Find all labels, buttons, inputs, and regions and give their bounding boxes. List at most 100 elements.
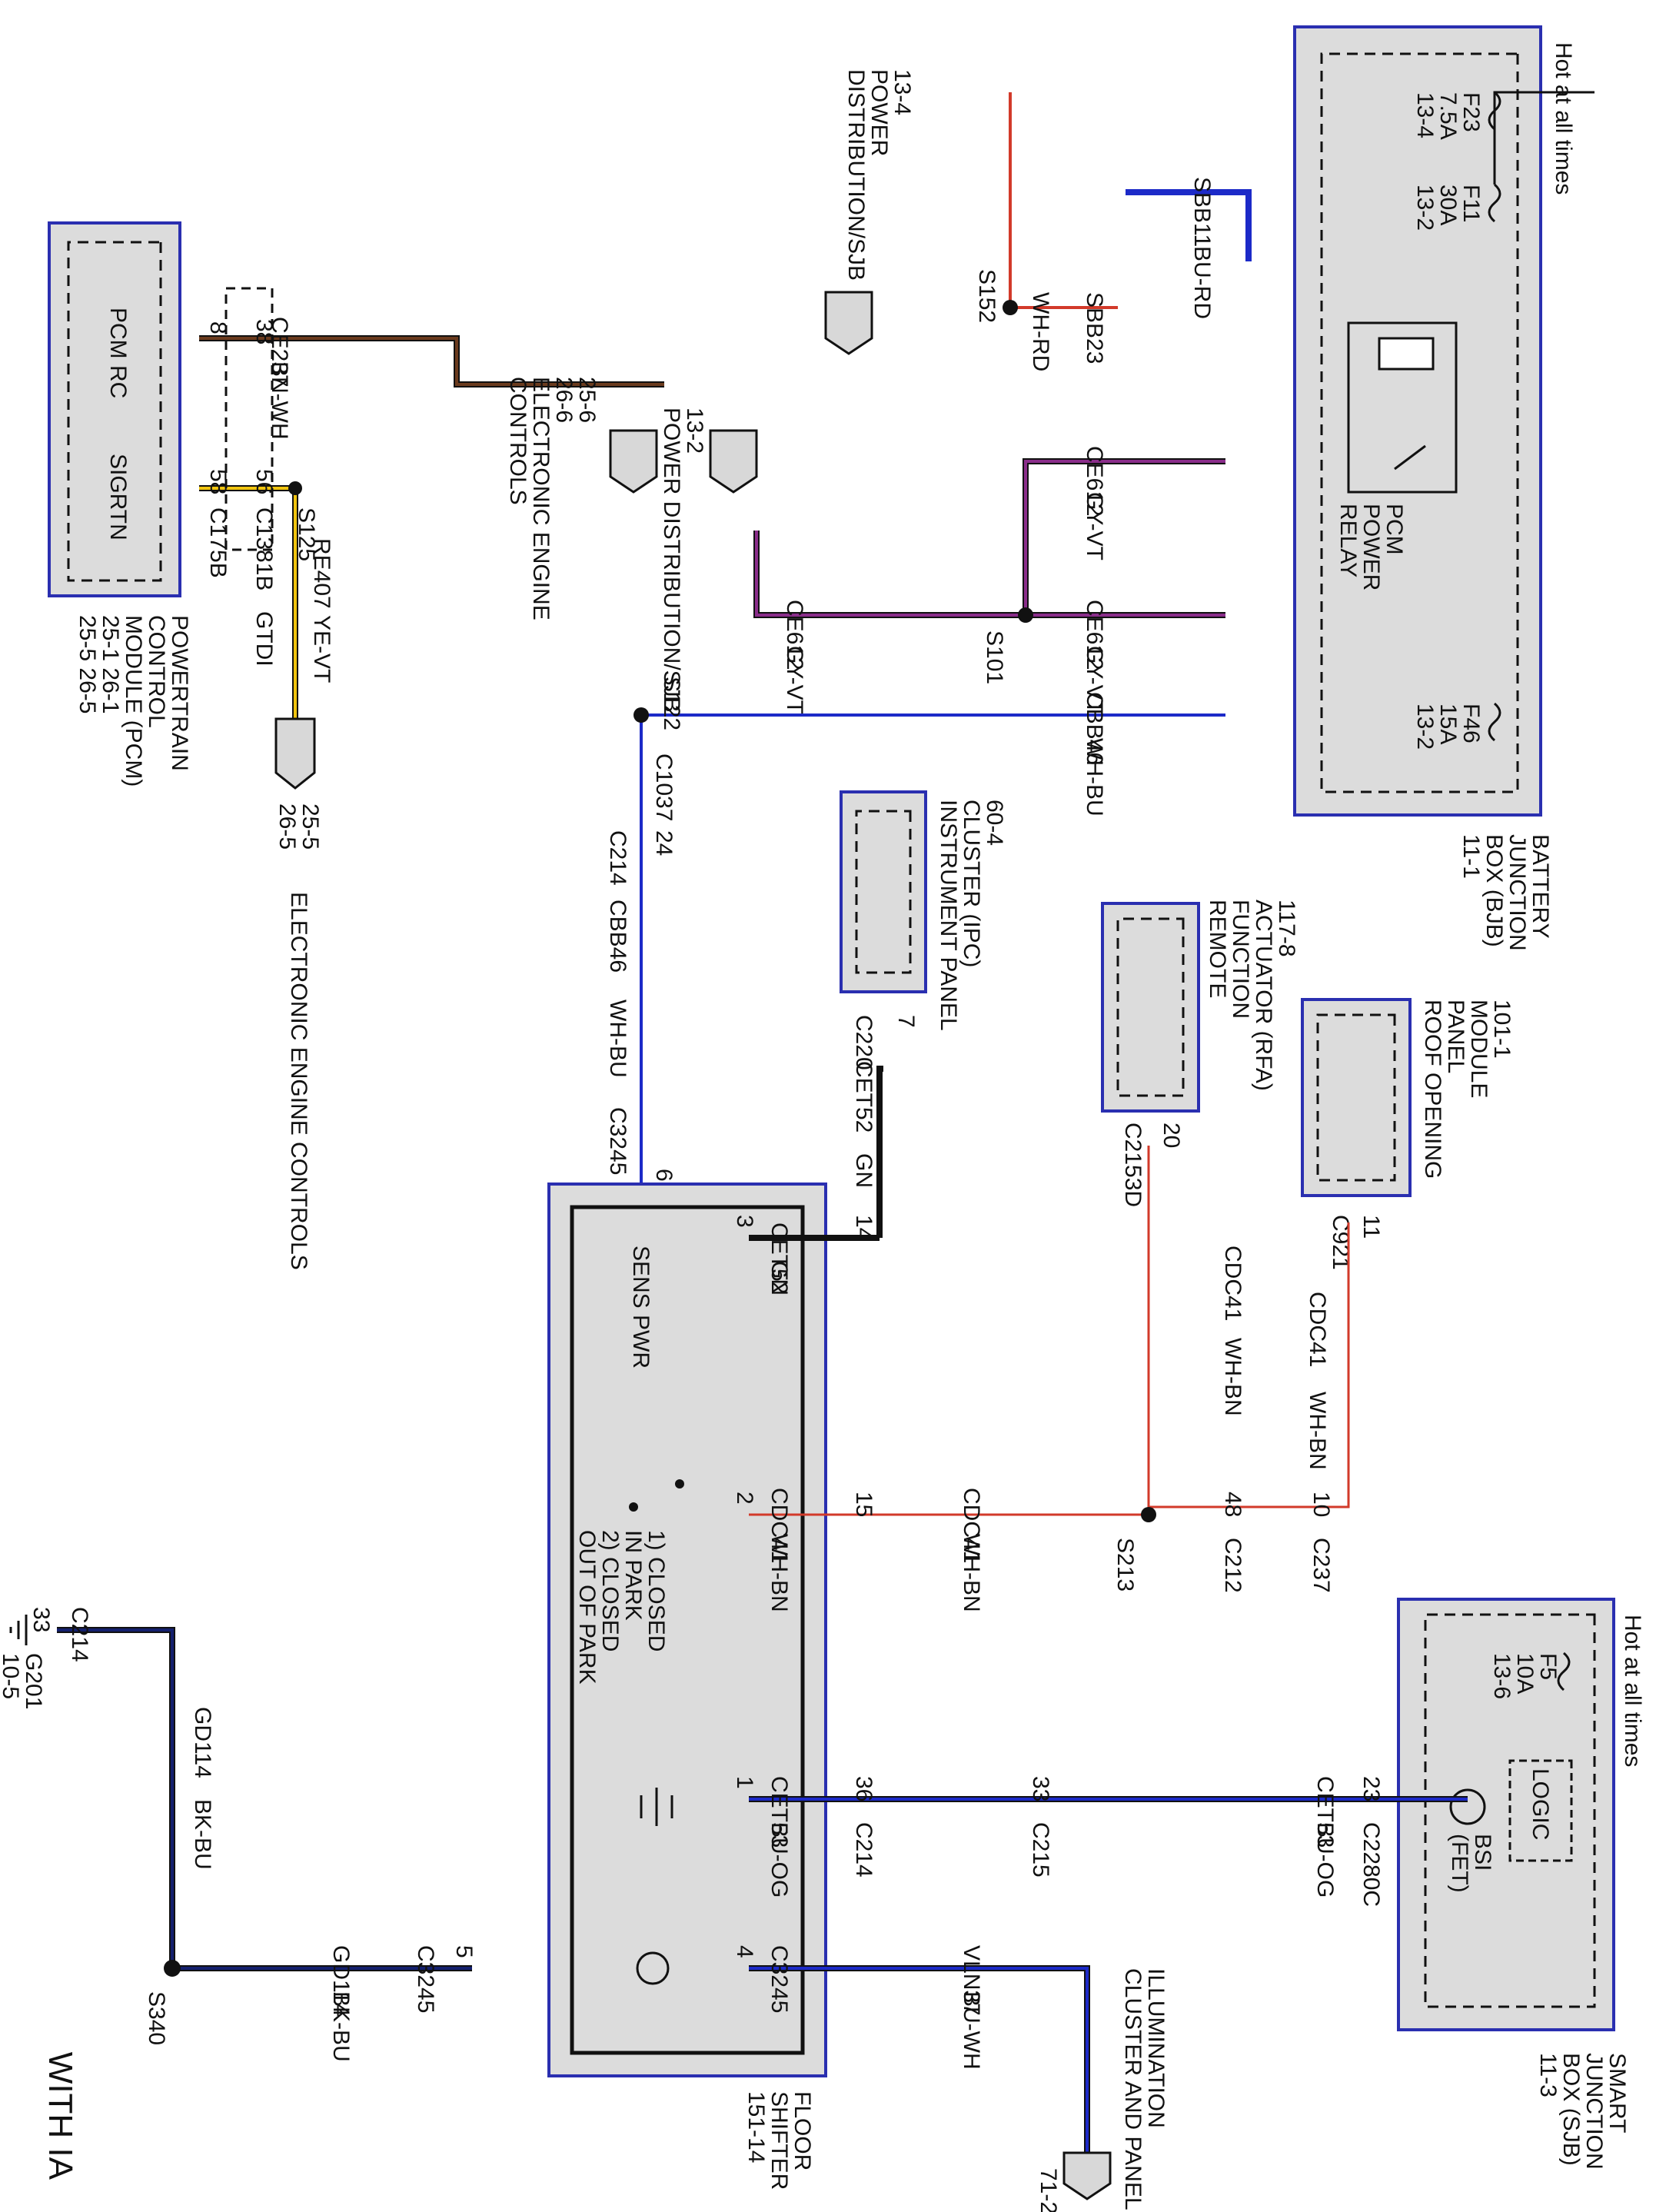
smart-junction-box: Hot at all times SMART JUNCTION BOX (SJB…	[1397, 1598, 1645, 2170]
eec-top-line1: 25-6	[574, 377, 600, 423]
circuit-ce612-b: CE612	[1082, 600, 1107, 670]
circuit-wh-bn-a: WH-BN	[766, 1534, 792, 1612]
splice-s122: S122	[659, 677, 684, 730]
offpage-eec-top	[609, 429, 658, 494]
circuit-bu-rd: BU-RD	[1189, 246, 1215, 319]
offpage-cluster-illum	[1062, 2151, 1112, 2200]
eec-left-ref2: 26-5	[274, 803, 300, 850]
circuit-wh-bn-b: WH-BN	[959, 1534, 984, 1612]
connector-c214-ground: C214	[67, 1607, 92, 1662]
roof-module: ROOF OPENING PANEL MODULE 101-1 11 C921	[1301, 998, 1515, 1270]
pd132-line2: POWER DISTRIBUTION/SJB	[659, 407, 684, 713]
floor-shifter-line1: FLOOR	[790, 2091, 815, 2170]
pin-7: 7	[893, 1015, 919, 1028]
bjb-name-line3: BOX (BJB)	[1481, 834, 1507, 947]
page-title: WITH IA	[42, 2052, 79, 2180]
sjb-logic-label: LOGIC	[1528, 1768, 1553, 1840]
wire-cdc41: 2 CDC41 WH-BN 15 CDC41 WH-BN S213 48 C21…	[732, 1146, 1350, 1612]
connector-c214-top: C214	[605, 830, 630, 886]
ipc-name-line2: CLUSTER (IPC)	[959, 800, 984, 967]
circuit-wh-bn-c: WH-BN	[1220, 1338, 1245, 1416]
switch-note-line2: IN PARK	[620, 1530, 646, 1621]
pd134-line3: DISTRIBUTION/SJB	[843, 69, 869, 281]
pin-36: 36	[851, 1776, 876, 1801]
pcm-name-line1: POWERTRAIN	[167, 615, 192, 771]
pin-24: 24	[651, 830, 677, 856]
fuse-f46: F46 15A 13-2	[1412, 702, 1501, 750]
circuit-gd114-a: GD114	[328, 1945, 354, 2017]
rfa-name-line1: REMOTE	[1205, 900, 1230, 998]
rfa-name-line3: ACTUATOR (RFA)	[1251, 900, 1276, 1091]
fuse-f5-ref: 13-6	[1489, 1653, 1515, 1699]
bjb-name-line4: 11-1	[1458, 834, 1484, 879]
sens-pwr-label: SENS PWR	[628, 1246, 653, 1369]
pin-20: 20	[1159, 1123, 1184, 1148]
circuit-gn-b: GN	[851, 1153, 876, 1188]
roof-name-line4: 101-1	[1489, 1000, 1515, 1059]
floor-shifter: SENS PWR FLOOR SHIFTER 151-14 1) CLOSED …	[547, 1183, 827, 2190]
switch-note-line3: 2) CLOSED	[597, 1530, 623, 1652]
circuit-cdc41-b: CDC41	[959, 1488, 984, 1563]
wire-gd114: 5 C3245 GD114 BK-BU S340 GD114 BK-BU 33 …	[0, 1607, 477, 2062]
circuit-wh-bu-b: WH-BU	[605, 1000, 630, 1078]
circuit-cdc41-c: CDC41	[1220, 1246, 1245, 1321]
pin-8: 8	[205, 321, 231, 334]
cluster-illum-line1: CLUSTER AND PANEL	[1120, 1968, 1146, 2210]
circuit-bn-wh: BN-WH	[267, 361, 292, 440]
bsi-label2: (FET)	[1447, 1834, 1472, 1893]
circuit-bu-og-b: BU-OG	[1312, 1822, 1338, 1898]
sjb-name-line1: SMART	[1604, 2053, 1630, 2133]
connector-c1037: C1037	[651, 753, 677, 821]
splice-s101: S101	[982, 630, 1007, 684]
circuit-gn-a: GN	[766, 1261, 792, 1296]
circuit-cdc41-a: CDC41	[766, 1488, 792, 1563]
wire-ce237: 8 CE237 BN-WH	[199, 317, 664, 440]
rfa-module: REMOTE FUNCTION ACTUATOR (RFA) 117-8 20 …	[1101, 900, 1299, 1207]
wire-vln37: 4 C3245 VLN37 BU-WH CLUSTER AND PANEL IL…	[732, 1945, 1169, 2212]
svg-text:15A: 15A	[1435, 704, 1461, 744]
rfa-name-line4: 117-8	[1274, 900, 1299, 957]
switch-contact-2	[629, 1502, 638, 1512]
sjb-name-line4: 11-3	[1535, 2053, 1561, 2097]
eec-left-ref1: 25-5	[298, 803, 323, 850]
bsi-fet-icon	[1449, 1788, 1486, 1825]
circuit-bk-bu-a: BK-BU	[328, 1991, 354, 2062]
pin-14: 14	[851, 1215, 876, 1240]
connector-c2153d: C2153D	[1120, 1123, 1146, 1207]
wire-re407: 58 56 38 C175B C1381B GTDI S125 RE407 YE…	[199, 287, 334, 1270]
wire-ce612: CE612 GY-VT CE612 GY-VT CE612 GY-VT S101…	[659, 407, 1225, 714]
circuit-ce612-c: CE612	[782, 600, 807, 670]
wire-cbb46: CBB46 WH-BU S122 C1037 24 C214 CBB46 WH-…	[505, 377, 1225, 1184]
relay-coil	[1378, 337, 1435, 371]
bsi-label1: BSI	[1470, 1834, 1495, 1871]
splice-s125: S125	[294, 507, 319, 561]
pcm-power-relay	[1347, 321, 1458, 494]
eec-top-line4: CONTROLS	[505, 377, 530, 505]
rfa-name-line2: FUNCTION	[1228, 900, 1253, 1019]
bjb-feeds: SBB11 BU-RD SBB23 WH-RD S152 13-4 POWER …	[824, 69, 1252, 371]
relay-contact	[1394, 444, 1426, 471]
floor-shifter-line3: 151-14	[743, 2091, 769, 2163]
pcm-module: PCM RC SIGRTN POWERTRAIN CONTROL MODULE …	[48, 221, 192, 787]
circuit-sbb11: SBB11	[1189, 177, 1215, 247]
connector-c220: C220	[851, 1015, 876, 1070]
svg-text:F23: F23	[1458, 92, 1484, 132]
circuit-sbb23: SBB23	[1082, 292, 1107, 364]
offpage-power-dist-132	[709, 429, 758, 494]
label-gtdi: GTDI	[251, 611, 277, 667]
connector-c214-mid: C214	[851, 1822, 876, 1878]
connector-c3245-bottom: C3245	[766, 1945, 792, 2013]
pin-33-b: 33	[28, 1607, 54, 1632]
floor-shifter-line2: SHIFTER	[766, 2091, 792, 2190]
pin-6: 6	[651, 1169, 677, 1182]
offpage-power-dist-134	[824, 291, 873, 355]
pin-5: 5	[451, 1945, 477, 1958]
eec-top-line3: ELECTRONIC ENGINE	[528, 377, 554, 620]
ipc-name-line3: 60-4	[982, 800, 1007, 846]
pin-10: 10	[1309, 1492, 1334, 1517]
sjb-hot-label: Hot at all times	[1620, 1615, 1645, 1767]
eec-left-text: ELECTRONIC ENGINE CONTROLS	[286, 892, 311, 1270]
connector-c237: C237	[1309, 1538, 1334, 1593]
pin-48: 48	[1220, 1492, 1245, 1517]
